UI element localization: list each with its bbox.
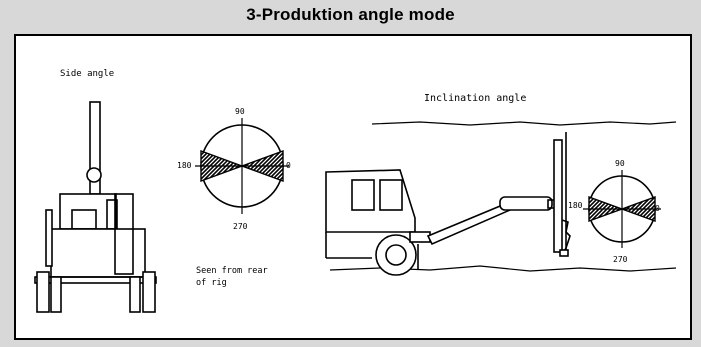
view-note-line2: of rig bbox=[196, 278, 227, 288]
incline-dial-label-270: 270 bbox=[613, 255, 628, 264]
side-dial-label-180: 180 bbox=[177, 161, 192, 170]
view-note-line1: Seen from rear bbox=[196, 266, 268, 276]
inclination-dial bbox=[583, 170, 661, 248]
side-angle-label: Side angle bbox=[60, 69, 114, 79]
side-dial-label-90: 90 bbox=[235, 107, 245, 116]
rig-rear-view bbox=[34, 101, 157, 313]
incline-dial-label-0: 0 bbox=[655, 204, 660, 213]
page-title: 3-Produktion angle mode bbox=[246, 5, 455, 24]
side-dial-label-0: 0 bbox=[286, 161, 291, 170]
side-angle-dial bbox=[195, 118, 289, 214]
side-dial-label-270: 270 bbox=[233, 222, 248, 231]
incline-dial-label-90: 90 bbox=[615, 159, 625, 168]
incline-dial-label-180: 180 bbox=[568, 201, 583, 210]
drill-rig-side-view bbox=[325, 132, 571, 276]
inclination-angle-label: Inclination angle bbox=[424, 93, 526, 104]
